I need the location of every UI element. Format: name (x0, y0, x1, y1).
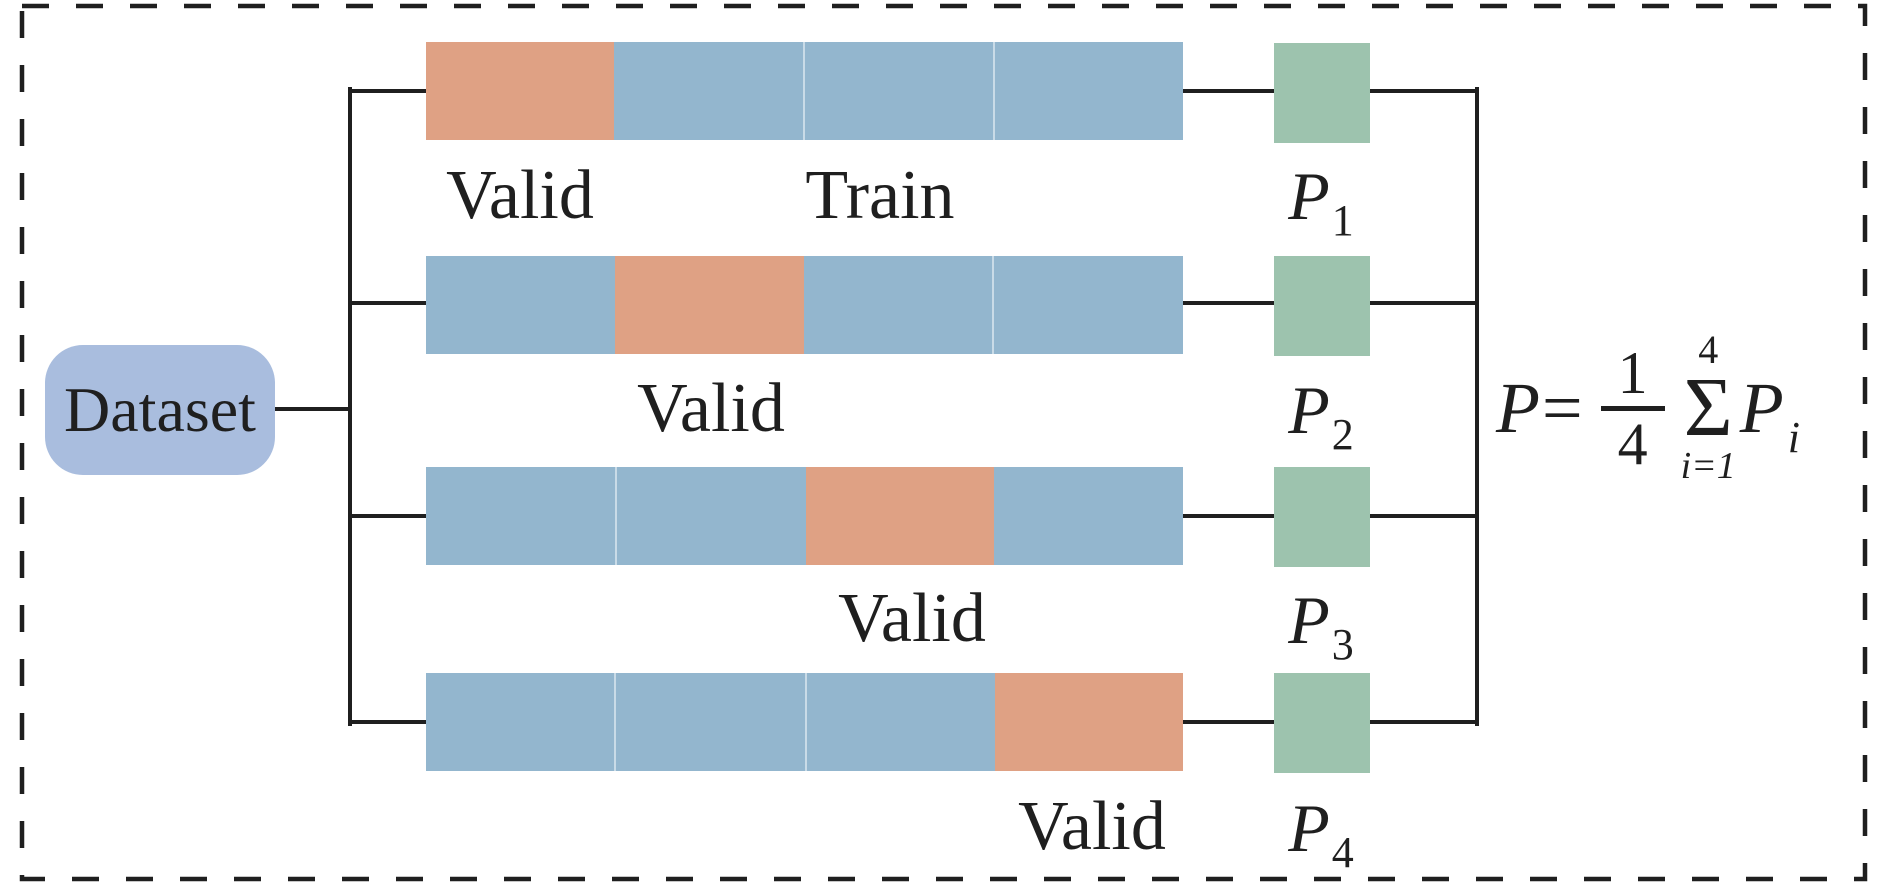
score-label-subscript: 4 (1331, 828, 1354, 877)
bar-segment-train (614, 467, 806, 565)
fold-bar-3 (426, 467, 1183, 565)
train-label-row1: Train (805, 157, 955, 234)
bar-segment-train (426, 467, 615, 565)
bar-segment-valid (994, 673, 1183, 771)
bar-segment-train (992, 256, 1183, 354)
dashed-border (19, 3, 1868, 882)
bar-segment-train (614, 42, 803, 140)
valid-label-row2: Valid (637, 370, 785, 447)
average-formula: P = 1 4 4 Σ i=1 Pi (1496, 300, 1800, 516)
score-label-base: P (1288, 372, 1330, 448)
score-label-4: P4 (1288, 790, 1354, 877)
bar-segment-train (426, 256, 615, 354)
summation-upper-limit: 4 (1698, 327, 1719, 372)
score-label-subscript: 1 (1331, 196, 1354, 245)
score-label-base: P (1288, 158, 1330, 234)
valid-label-row3: Valid (838, 580, 986, 657)
score-label-subscript: 3 (1331, 620, 1354, 669)
fraction-numerator: 1 (1617, 339, 1648, 406)
bar-segment-train (994, 467, 1183, 565)
bar-segment-train (992, 42, 1183, 140)
score-label-subscript: 2 (1331, 410, 1354, 459)
score-label-2: P2 (1288, 372, 1354, 459)
formula-equals: = (1541, 367, 1583, 448)
dataset-node: Dataset (45, 345, 275, 475)
bar-segment-train (426, 673, 615, 771)
bar-segment-train (802, 42, 993, 140)
score-label-base: P (1288, 790, 1330, 866)
score-label-3: P3 (1288, 582, 1354, 669)
bar-segment-train (614, 673, 805, 771)
bar-segment-valid (805, 467, 995, 565)
formula-fraction: 1 4 (1600, 339, 1665, 477)
formula-term: Pi (1739, 367, 1800, 462)
bar-segment-valid (614, 256, 804, 354)
formula-lhs: P (1496, 367, 1540, 448)
score-box-2 (1274, 256, 1370, 356)
fold-bar-1 (426, 42, 1183, 140)
score-box-4 (1274, 673, 1370, 773)
bar-segment-train (803, 256, 993, 354)
valid-label-row4: Valid (1018, 788, 1166, 865)
formula-term-base: P (1739, 367, 1784, 448)
bar-segment-train (804, 673, 995, 771)
fold-bar-4 (426, 673, 1183, 771)
sigma-symbol: Σ (1683, 361, 1733, 454)
summation-lower-limit: i=1 (1680, 445, 1736, 487)
score-box-3 (1274, 467, 1370, 567)
fraction-denominator: 4 (1617, 410, 1648, 477)
score-label-base: P (1288, 582, 1330, 658)
formula-term-subscript: i (1787, 412, 1801, 462)
dataset-label: Dataset (64, 374, 256, 445)
score-label-1: P1 (1288, 158, 1354, 245)
fraction-bar (1600, 405, 1665, 411)
valid-label-row1: Valid (446, 157, 594, 234)
summation: 4 Σ i=1 (1680, 327, 1736, 487)
score-box-1 (1274, 43, 1370, 143)
fold-bar-2 (426, 256, 1183, 354)
bar-segment-valid (426, 42, 615, 140)
